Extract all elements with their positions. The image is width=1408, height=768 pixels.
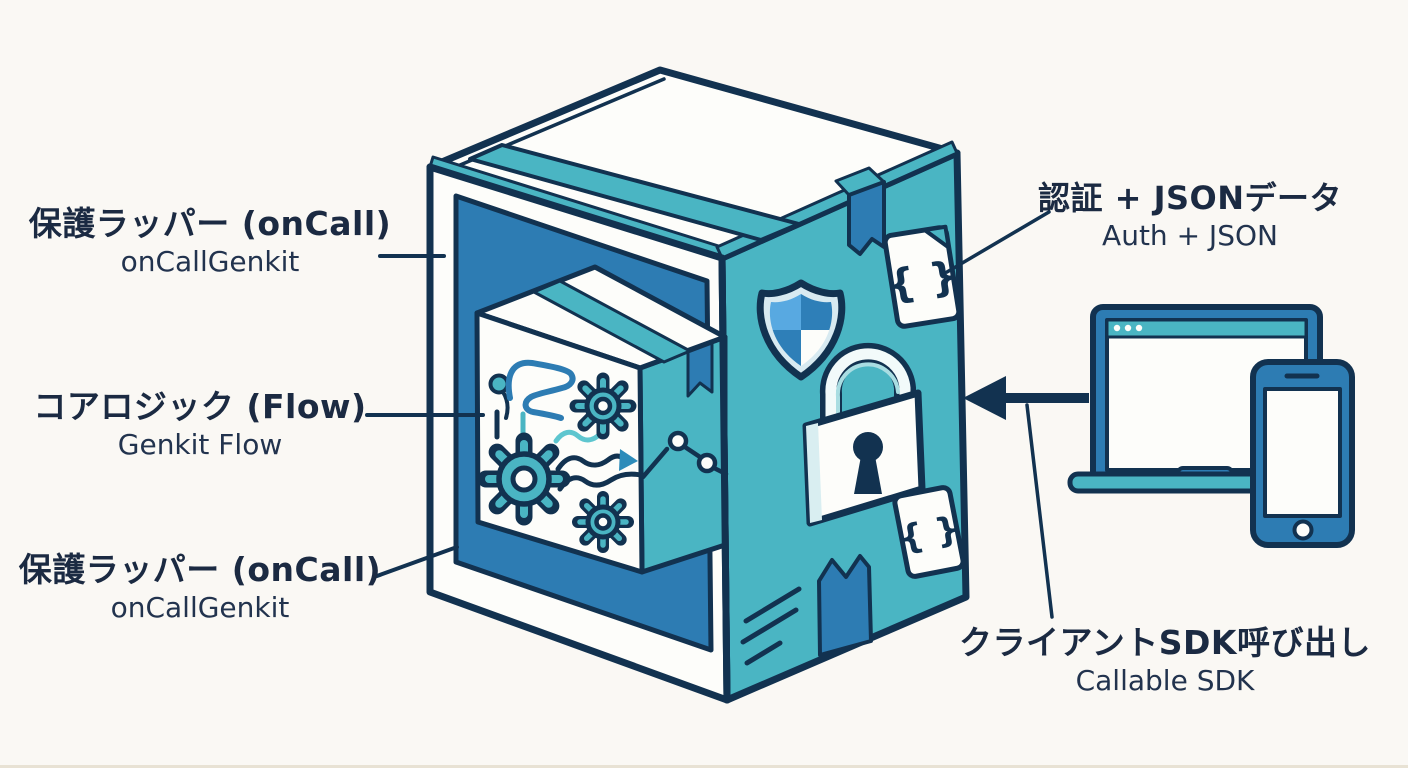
gear-icon: [572, 491, 634, 553]
lock-icon: [802, 342, 926, 527]
laptop-titlebar: [1105, 318, 1308, 339]
speed-lines-icon: [740, 586, 802, 666]
inner-box-side-tape: [686, 341, 714, 398]
flow-doodle-icon: [488, 359, 644, 492]
json-braces-glyph: { }: [884, 253, 961, 310]
phone-home-button: [1292, 519, 1314, 541]
bottom-edge-line: [0, 765, 1408, 768]
label-en: onCallGenkit: [120, 245, 300, 279]
label-jp: 認証 + JSONデータ: [1037, 179, 1343, 217]
label-en: onCallGenkit: [110, 591, 290, 625]
inner-box-tape-stripe: [532, 279, 692, 364]
label-jp: 保護ラッパー (onCall): [18, 550, 382, 589]
label-protect-wrapper-top: 保護ラッパー (onCall) onCallGenkit: [25, 203, 395, 281]
json-file-icon: { }: [882, 224, 962, 329]
phone-icon: [1250, 359, 1355, 548]
json-badge-icon: { }: [892, 485, 966, 579]
inner-box: [474, 264, 729, 575]
label-en: Auth + JSON: [1102, 219, 1278, 252]
label-jp: コアロジック (Flow): [33, 387, 367, 426]
label-client-sdk: クライアントSDK呼び出し Callable SDK: [950, 622, 1380, 700]
connector-auth-json: [945, 210, 1051, 274]
label-protect-wrapper-bottom: 保護ラッパー (onCall) onCallGenkit: [15, 549, 385, 627]
laptop-base: [1067, 471, 1267, 494]
connector-wrapper-bottom: [375, 545, 459, 578]
call-arrow-icon: [963, 376, 1089, 420]
gear-icon: [477, 432, 571, 526]
label-jp: クライアントSDK呼び出し: [959, 623, 1371, 662]
shield-icon: [756, 279, 846, 381]
flow-arrowhead-icon: [619, 449, 638, 471]
tape-top-icon: [834, 166, 886, 256]
circuit-nodes-icon: [640, 430, 729, 480]
label-core-logic: コアロジック (Flow) Genkit Flow: [25, 386, 375, 464]
tape-torn-icon: [817, 554, 873, 657]
label-en: Callable SDK: [1075, 664, 1255, 698]
window-dots-icon: [1113, 324, 1143, 332]
label-auth-json: 認証 + JSONデータ Auth + JSON: [1025, 178, 1355, 254]
label-en: Genkit Flow: [117, 428, 283, 462]
connector-client-sdk: [1025, 403, 1054, 619]
box-front-right-edge: [718, 254, 731, 704]
gear-icon: [569, 372, 637, 440]
box-tape-stripe: [468, 143, 801, 242]
label-jp: 保護ラッパー (onCall): [28, 204, 392, 243]
